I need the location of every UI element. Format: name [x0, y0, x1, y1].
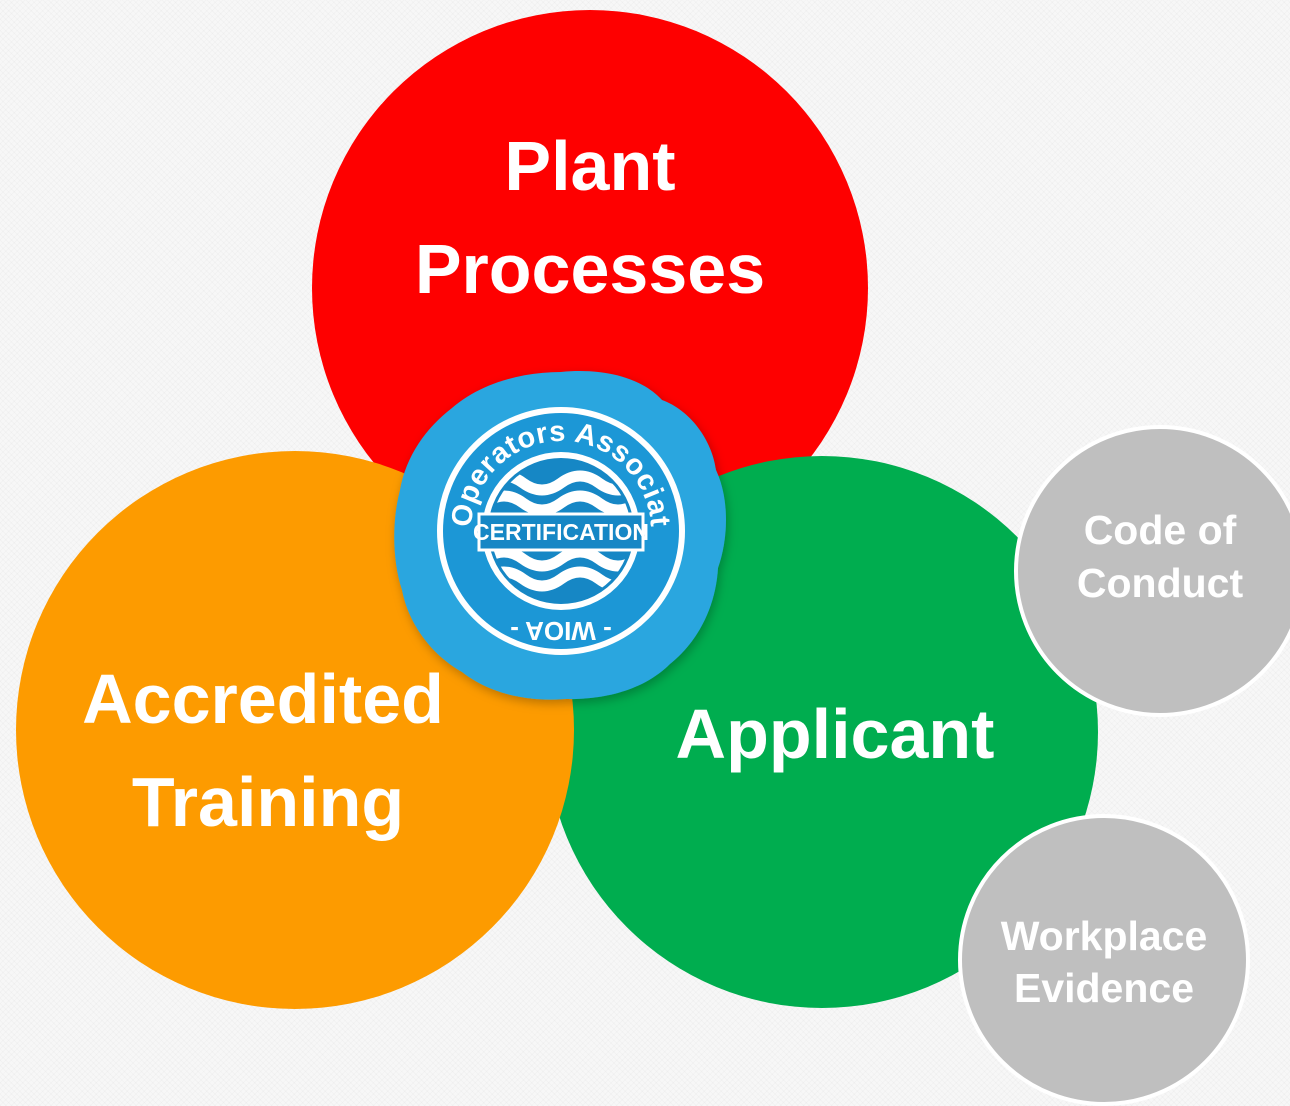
workplace-evidence-circle: Workplace Evidence [958, 814, 1250, 1106]
seal-bottom-text: - WIOA - [510, 616, 612, 646]
applicant-label: Applicant [676, 695, 995, 773]
accredited-training-line1: Accredited [82, 660, 444, 738]
seal-center-text: CERTIFICATION [473, 519, 649, 545]
workplace-evidence-line1: Workplace [1001, 913, 1208, 959]
code-of-conduct-line2: Conduct [1077, 560, 1244, 606]
workplace-evidence-line2: Evidence [1014, 965, 1194, 1011]
seal-center-band [477, 512, 645, 552]
workplace-evidence-disc [958, 814, 1250, 1106]
plant-processes-line2: Processes [415, 230, 765, 308]
accredited-training-line2: Training [132, 763, 404, 841]
code-of-conduct-line1: Code of [1084, 507, 1237, 553]
code-of-conduct-disc [1014, 425, 1290, 717]
code-of-conduct-circle: Code of Conduct [1014, 425, 1290, 717]
plant-processes-line1: Plant [504, 127, 675, 205]
